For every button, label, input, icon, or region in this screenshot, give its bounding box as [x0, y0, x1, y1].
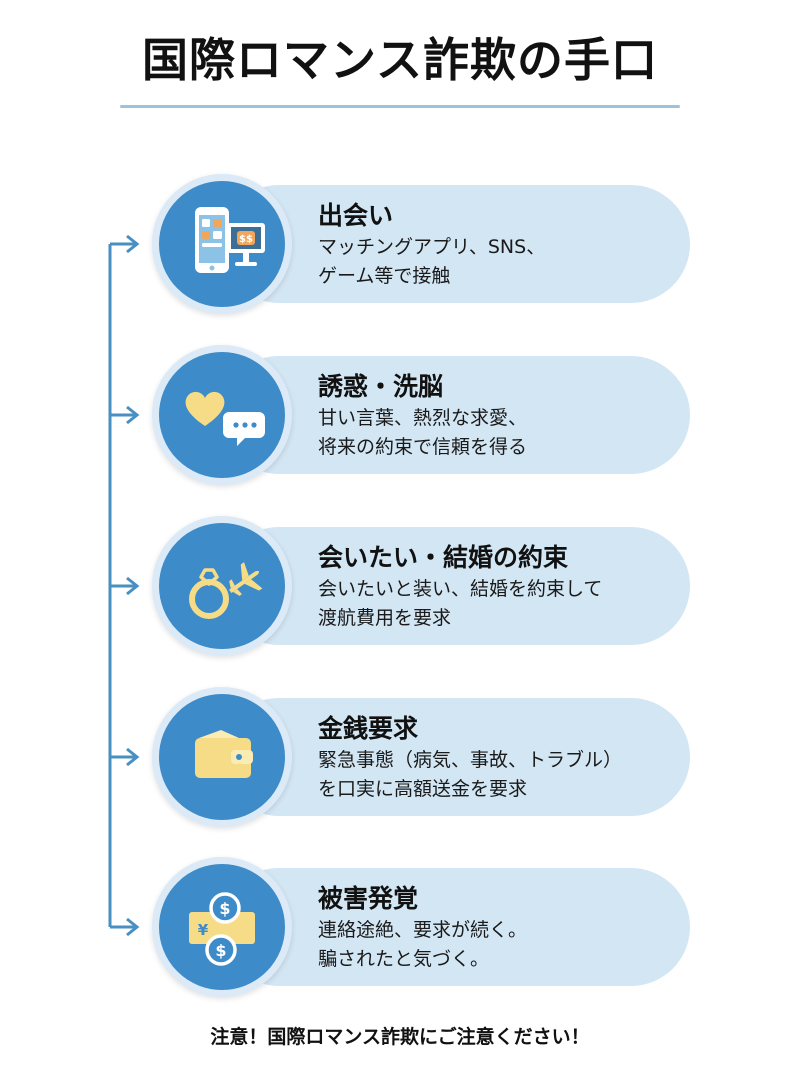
step-text-3-line-2: 渡航費用を要求 [318, 607, 452, 629]
step-title-1: 出会い [318, 201, 394, 230]
coin-icon-bottom: $ [205, 934, 237, 966]
page-title: 国際ロマンス詐欺の手口 [141, 33, 659, 87]
banknote-icon [189, 912, 255, 944]
smartphone-monitor-icon: $$ [195, 207, 265, 273]
step-text-5-line-2: 騙されたと気づく。 [318, 948, 490, 970]
wallet-icon [195, 730, 253, 778]
step-card-5 [220, 868, 690, 986]
step-circle-3 [152, 516, 292, 656]
step-title-5: 被害発覚 [318, 884, 419, 913]
money-coins-icon: ¥ $ $ [189, 892, 255, 966]
connector-arrow-3 [110, 576, 140, 596]
footer-warning: 注意！国際ロマンス詐欺にご注意ください！ [210, 1026, 590, 1048]
step-text-4-line-2: を口実に高額送金を要求 [318, 778, 528, 800]
step-text-3-line-1: 会いたいと装い、結婚を約束して [318, 578, 603, 600]
step-text-1-line-2: ゲーム等で接触 [318, 265, 451, 287]
chat-bubble-icon [223, 412, 265, 446]
coin-icon-top: $ [209, 892, 241, 924]
step-card-1 [220, 185, 690, 303]
step-text-4-line-1: 緊急事態（病気、事故、トラブル） [318, 749, 623, 771]
step-circle-5: ¥ $ $ [152, 857, 292, 997]
step-title-4: 金銭要求 [318, 714, 419, 743]
dollar-badge-text: $$ [239, 234, 253, 245]
airplane-icon [229, 562, 263, 596]
step-text-5-line-1: 連絡途絶、要求が続く。 [318, 919, 528, 941]
title-divider [120, 105, 680, 108]
connector-arrow-1 [110, 234, 140, 254]
yen-symbol: ¥ [198, 921, 209, 939]
ring-icon [189, 568, 229, 619]
step-card-2 [220, 356, 690, 474]
step-title-3: 会いたい・結婚の約束 [318, 543, 569, 572]
dollar-symbol-bottom: $ [215, 941, 226, 960]
step-text-2-line-2: 将来の約束で信頼を得る [318, 436, 528, 458]
step-text-2-line-1: 甘い言葉、熱烈な求愛、 [318, 407, 528, 429]
step-card-3 [220, 527, 690, 645]
step-circle-1: $$ [152, 174, 292, 314]
dollar-symbol-top: $ [219, 899, 230, 918]
step-circle-2 [152, 345, 292, 485]
step-text-1-line-1: マッチングアプリ、SNS、 [318, 236, 546, 258]
heart-icon [185, 391, 225, 426]
connector-arrow-4 [110, 747, 140, 767]
step-title-2: 誘惑・洗脳 [318, 372, 444, 401]
step-circle-4 [152, 687, 292, 827]
ring-airplane-icon [189, 562, 263, 619]
connector-arrow-5 [110, 917, 140, 937]
heart-chat-icon [185, 391, 265, 446]
connector-arrow-2 [110, 405, 140, 425]
step-card-4 [220, 698, 690, 816]
